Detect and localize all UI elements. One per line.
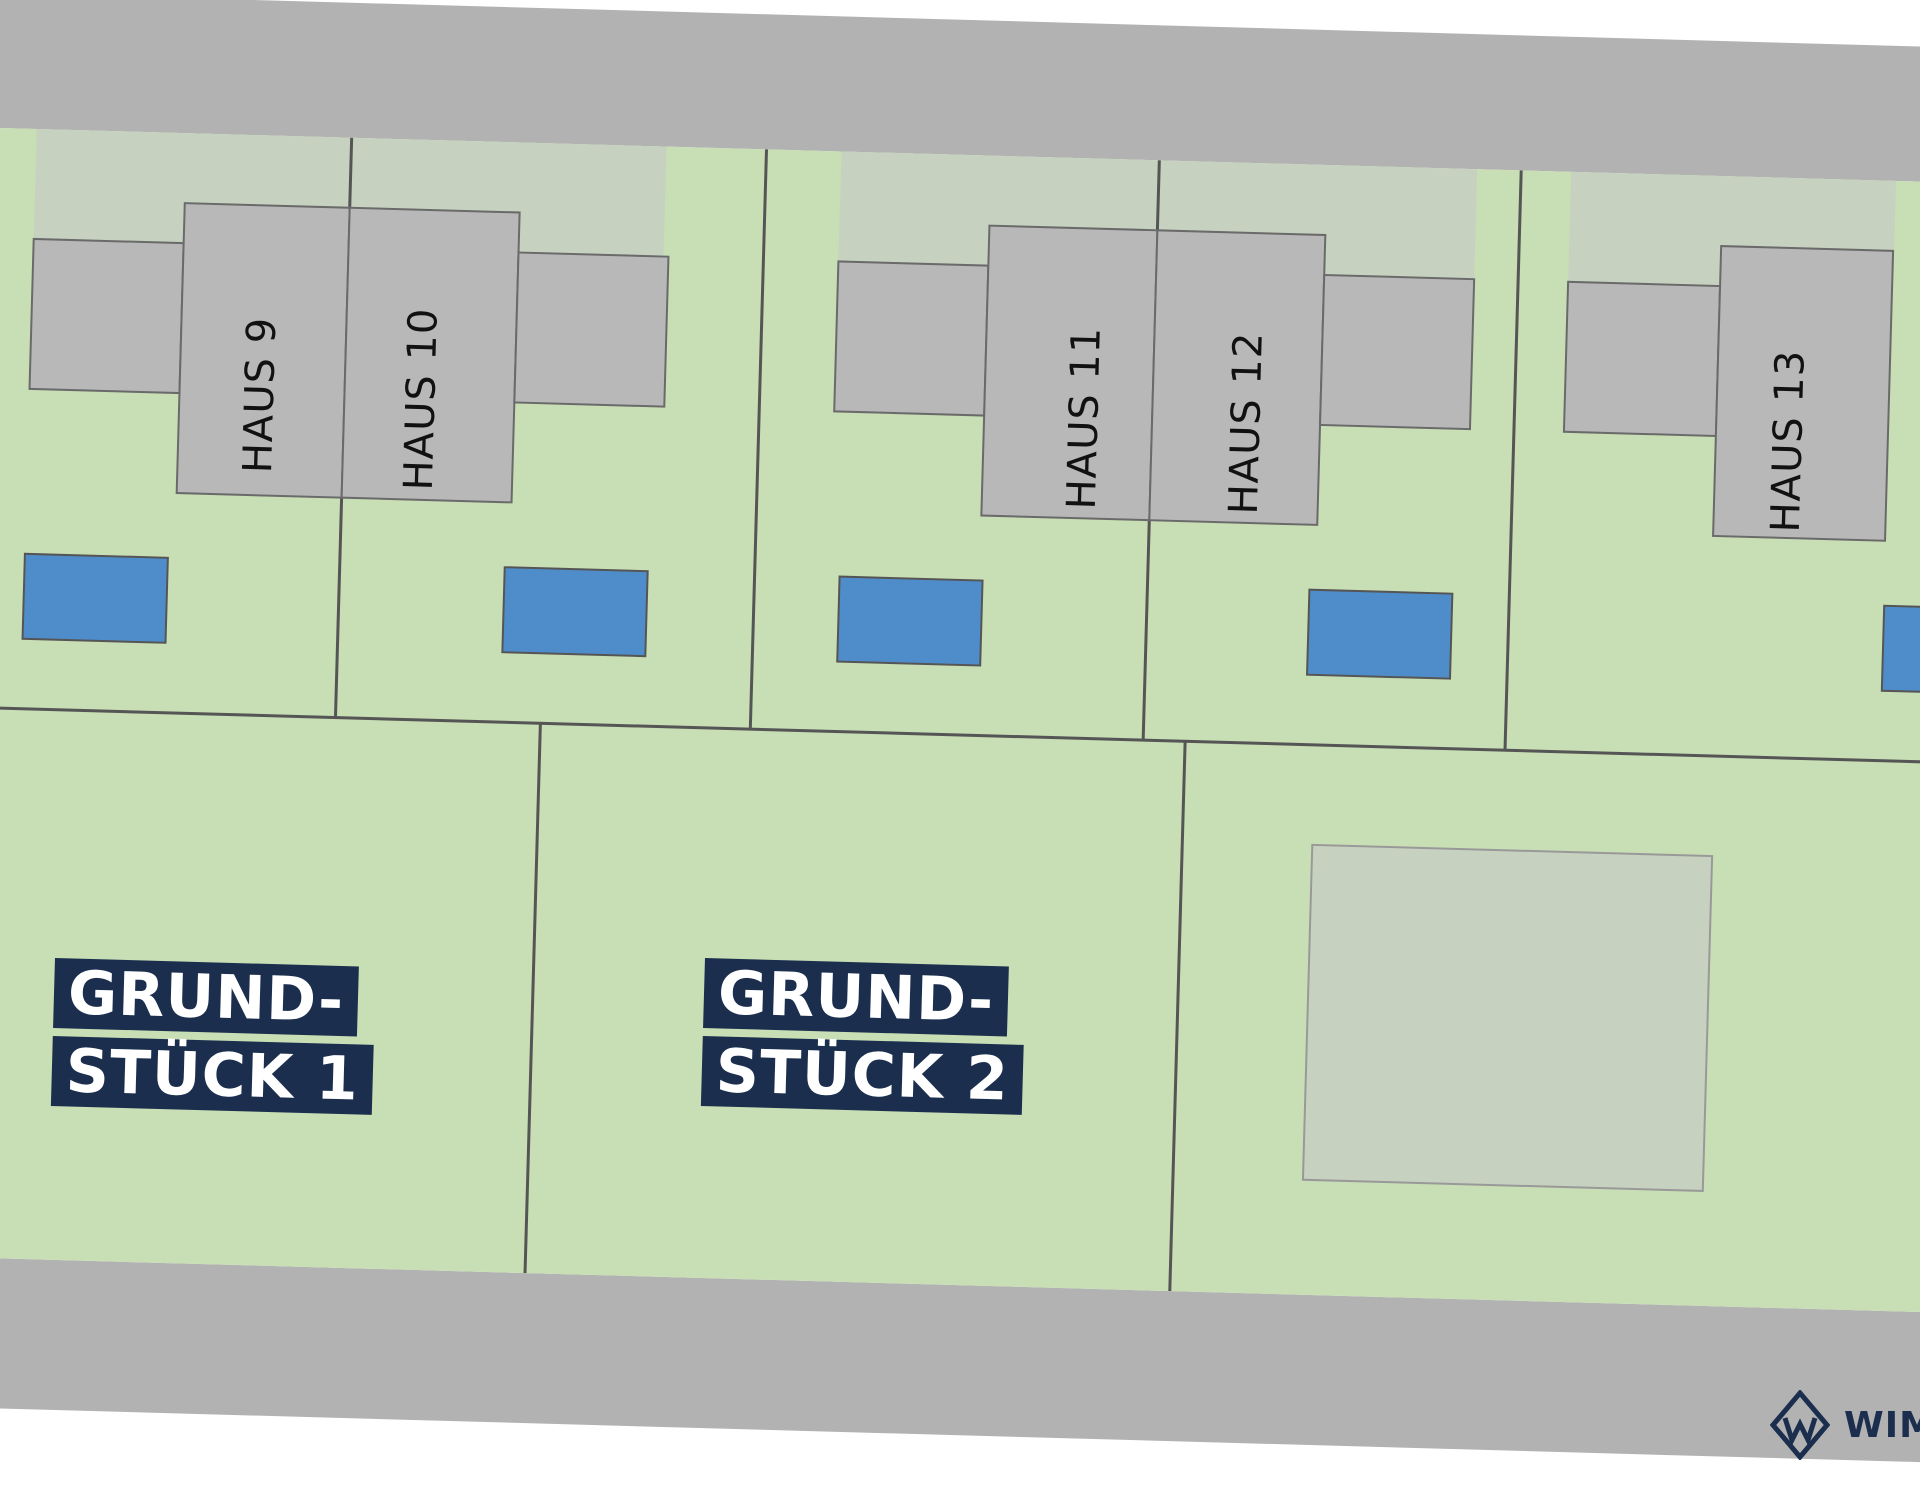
plot-label-1-line-2: STÜCK 1 bbox=[50, 1035, 374, 1115]
garage-haus-12 bbox=[1318, 273, 1476, 431]
road-bottom bbox=[0, 1256, 1920, 1464]
road-top bbox=[0, 0, 1920, 184]
house-label-haus-12: HAUS 12 bbox=[1220, 331, 1272, 515]
building-haus-9-10 bbox=[28, 202, 670, 504]
garage-haus-10 bbox=[513, 251, 670, 408]
pool-haus-13 bbox=[1880, 604, 1920, 696]
logo-icon bbox=[1770, 1390, 1830, 1460]
building-haus-13 bbox=[1562, 245, 1895, 542]
house-label-haus-9: HAUS 9 bbox=[234, 316, 286, 474]
house-label-haus-11: HAUS 11 bbox=[1058, 326, 1110, 510]
building-haus-13 bbox=[1712, 245, 1895, 542]
brand-logo: WIM bbox=[1770, 1390, 1920, 1460]
plot-label-1: GRUND- STÜCK 1 bbox=[50, 958, 376, 1123]
garage-haus-9 bbox=[28, 237, 185, 395]
building-haus-11-12 bbox=[833, 224, 1476, 526]
pool-haus-10 bbox=[501, 566, 649, 658]
pools bbox=[21, 552, 1920, 696]
garage-haus-11 bbox=[833, 260, 990, 417]
pool-haus-12 bbox=[1306, 588, 1454, 680]
house-label-haus-13: HAUS 13 bbox=[1762, 349, 1814, 533]
plot-label-2-line-1: GRUND- bbox=[703, 958, 1010, 1037]
pool-haus-11 bbox=[836, 575, 984, 667]
brand-text: WIM bbox=[1844, 1404, 1920, 1446]
plot-label-1-line-1: GRUND- bbox=[53, 958, 360, 1037]
garage-haus-13 bbox=[1562, 280, 1722, 438]
plot-label-2: GRUND- STÜCK 2 bbox=[700, 958, 1026, 1123]
house-label-haus-10: HAUS 10 bbox=[395, 307, 447, 491]
planned-footprint bbox=[1301, 843, 1714, 1192]
pool-haus-9 bbox=[21, 552, 169, 644]
plot-label-2-line-2: STÜCK 2 bbox=[700, 1035, 1024, 1115]
